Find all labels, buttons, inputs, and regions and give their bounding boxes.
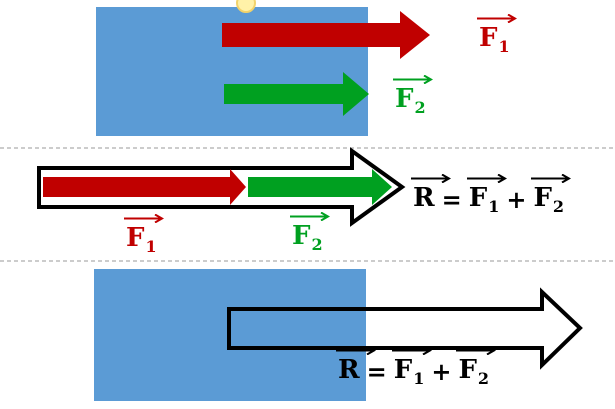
f2-label-top: F2 (393, 73, 433, 116)
f2-label-middle: F2 (290, 210, 330, 253)
force1-arrow-middle (43, 169, 246, 205)
vector-arrow-icon (336, 346, 376, 355)
resultant-arrow-bottom (227, 287, 583, 370)
f1-label-top: F1 (477, 12, 517, 55)
resultant-equation-bottom: R=F1+F2 (336, 344, 497, 387)
vector-arrow-icon (391, 346, 432, 355)
force1-arrow-top (222, 11, 430, 59)
vector-arrow-icon (290, 212, 330, 221)
vector-arrow-icon (124, 214, 164, 223)
vector-arrow-icon (477, 14, 517, 23)
vector-arrow-icon (456, 346, 497, 355)
vector-arrow-icon (531, 174, 572, 183)
vector-arrow-icon (466, 174, 507, 183)
f1-label-middle: F1 (124, 212, 164, 255)
vector-arrow-icon (411, 174, 451, 183)
vector-arrow-icon (393, 75, 433, 84)
resultant-equation-middle: R=F1+F2 (411, 172, 572, 215)
force2-arrow-top (224, 72, 369, 116)
pin-marker (236, 0, 256, 13)
force2-arrow-middle (248, 169, 392, 205)
